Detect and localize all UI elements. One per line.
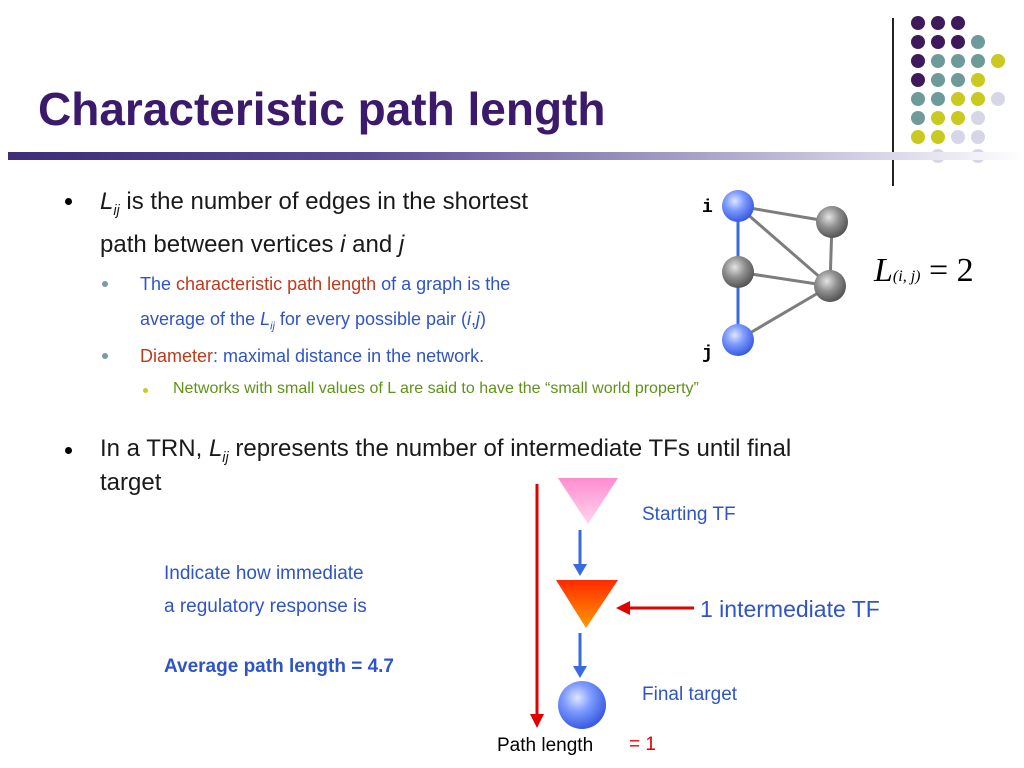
node-j <box>722 324 754 356</box>
title-underline <box>8 152 1024 160</box>
trn-path-diagram <box>530 478 694 729</box>
bullet-dot <box>65 447 72 454</box>
deco-dot <box>931 73 945 87</box>
intermediate-tf-label: 1 intermediate TF <box>700 596 880 622</box>
deco-dot <box>951 92 965 106</box>
deco-dot <box>931 111 945 125</box>
and-text: and <box>345 231 399 258</box>
diameter-term: Diameter <box>140 346 214 366</box>
formula-subscript: (i, j) <box>892 268 921 285</box>
diameter-rest: : maximal distance in the network. <box>213 346 485 366</box>
subbullet1-rest: of a graph is the <box>376 274 511 294</box>
node-a <box>816 206 848 238</box>
the-text: The <box>140 274 177 294</box>
node-c <box>814 270 846 302</box>
subbullet-dot <box>102 281 108 287</box>
subbullet1-line1: The characteristic path length of a grap… <box>140 274 510 295</box>
regulation-arrowhead-1 <box>573 564 587 576</box>
deco-dot <box>911 130 925 144</box>
bullet2-text-b: represents the number of intermediate TF… <box>228 435 792 462</box>
edge-i-c <box>737 204 831 288</box>
note-line1: Indicate how immediate <box>164 563 364 584</box>
average-text: average of the <box>140 309 261 329</box>
deco-dot <box>971 111 985 125</box>
final-target-label: Final target <box>642 684 738 705</box>
bullet1-line1: Lij is the number of edges in the shorte… <box>100 188 528 219</box>
deco-dot <box>931 92 945 106</box>
deco-dot <box>951 73 965 87</box>
node-b <box>722 256 754 288</box>
subbullet1-line2: average of the Lij for every possible pa… <box>140 309 486 333</box>
formula-l: L <box>874 252 893 289</box>
formula-equals: = 2 <box>920 252 974 289</box>
deco-dot <box>911 73 925 87</box>
l-subscript: ij <box>270 320 275 333</box>
deco-dot <box>911 35 925 49</box>
var-i: i <box>467 309 471 329</box>
characteristic-path-length-term: characteristic path length <box>176 274 377 294</box>
slide-title: Characteristic path length <box>38 83 606 135</box>
l-subscript: ij <box>222 449 229 466</box>
var-j: j <box>476 309 481 329</box>
subsubbullet-dot <box>143 388 148 393</box>
deco-dot <box>971 130 985 144</box>
small-world-text: Networks with small values of L are said… <box>173 380 699 397</box>
var-j: j <box>398 231 405 258</box>
deco-dot <box>931 35 945 49</box>
regulation-arrowhead-2 <box>573 666 587 678</box>
deco-dot <box>951 130 965 144</box>
deco-dot <box>911 16 925 30</box>
deco-dot <box>931 16 945 30</box>
example-graph <box>722 190 848 356</box>
path-length-formula: L(i, j) = 2 <box>874 252 974 290</box>
close-paren: ) <box>480 309 487 329</box>
deco-dot <box>971 54 985 68</box>
edge-c-j <box>737 284 831 342</box>
starting-tf-label: Starting TF <box>642 504 736 525</box>
l-symbol: L <box>260 309 271 329</box>
bullet2-line2: target <box>100 469 162 496</box>
deco-dot <box>971 35 985 49</box>
intermediate-pointer-arrowhead <box>616 601 630 615</box>
path-length-arrowhead <box>530 714 544 728</box>
deco-dot <box>911 111 925 125</box>
l-subscript: ij <box>113 202 120 219</box>
comma: , <box>471 309 477 329</box>
bullet-dot <box>65 198 72 205</box>
deco-dot <box>971 92 985 106</box>
deco-dot <box>951 111 965 125</box>
pair-text: for every possible pair ( <box>274 309 467 329</box>
node-i <box>722 190 754 222</box>
deco-dot <box>971 73 985 87</box>
bullet1-text-b: path between vertices <box>100 231 341 258</box>
bullet2-text-a: In a TRN, <box>100 435 209 462</box>
deco-dot <box>951 16 965 30</box>
final-target-node <box>558 681 606 729</box>
l-symbol: L <box>208 435 223 462</box>
path-length-label: Path length <box>497 735 594 756</box>
deco-dot <box>991 92 1005 106</box>
vertical-divider <box>892 18 894 186</box>
average-path-length: Average path length = 4.7 <box>164 656 395 677</box>
deco-dot <box>991 54 1005 68</box>
l-symbol: L <box>100 188 114 215</box>
label-j: j <box>702 344 713 364</box>
path-length-value: = 1 <box>629 734 656 755</box>
label-i: i <box>702 198 713 218</box>
note-line2: a regulatory response is <box>164 596 367 617</box>
deco-dot <box>931 130 945 144</box>
var-i: i <box>340 231 346 258</box>
deco-dot <box>911 92 925 106</box>
subbullet-dot <box>102 353 108 359</box>
deco-dot <box>951 35 965 49</box>
deco-dot <box>931 54 945 68</box>
intermediate-tf-triangle <box>556 580 618 628</box>
bullet1-line2: path between vertices i and j <box>100 231 404 259</box>
subbullet2: Diameter: maximal distance in the networ… <box>140 346 484 367</box>
bullet2-line1: In a TRN, Lij represents the number of i… <box>100 435 791 466</box>
deco-dot <box>951 54 965 68</box>
deco-dot <box>911 54 925 68</box>
bullet1-text-a: is the number of edges in the shortest <box>119 188 528 215</box>
starting-tf-triangle <box>558 478 618 524</box>
